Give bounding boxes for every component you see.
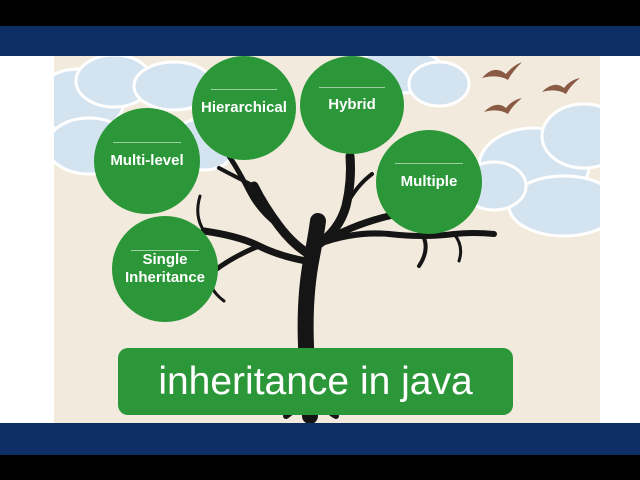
node-single-line1: Single xyxy=(142,251,188,268)
birds-icon xyxy=(482,62,580,114)
bottom-banner xyxy=(0,423,640,455)
node-multiple: Multiple xyxy=(376,130,482,234)
slide: Hierarchical Hybrid Multi-level Multiple… xyxy=(0,56,640,423)
node-hybrid: Hybrid xyxy=(300,56,404,154)
node-hierarchical: Hierarchical xyxy=(192,56,296,160)
node-single-line2: Inheritance xyxy=(124,269,206,286)
node-multi-level: Multi-level xyxy=(94,108,200,214)
title-banner: inheritance in java xyxy=(118,348,513,415)
top-banner xyxy=(0,26,640,56)
node-single-inheritance: Single Inheritance xyxy=(112,216,218,322)
illustration: Hierarchical Hybrid Multi-level Multiple… xyxy=(54,56,600,423)
cloud-right xyxy=(460,102,600,238)
